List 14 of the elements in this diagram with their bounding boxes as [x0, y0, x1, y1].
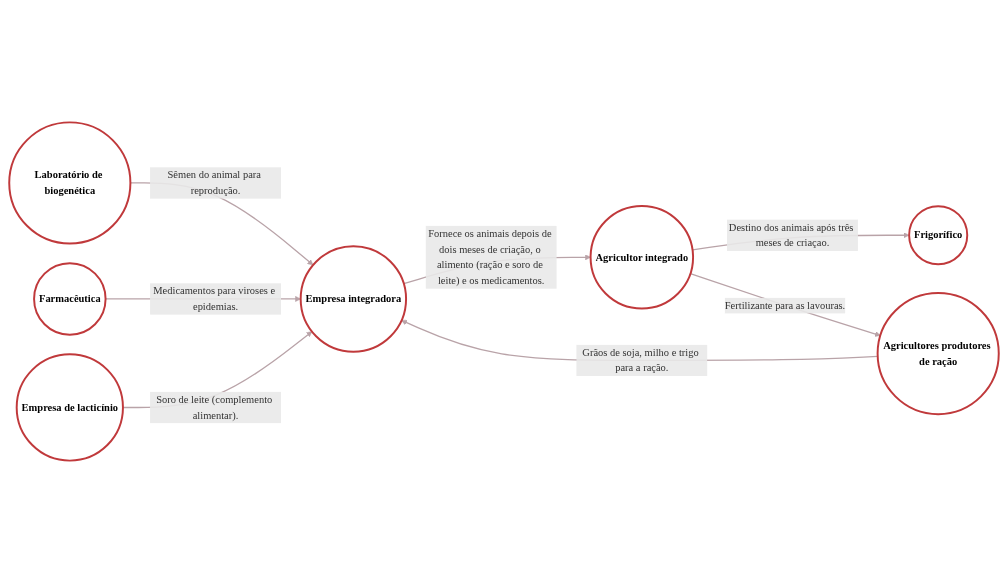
- edge-label: Sêmen do animal para reprodução.: [167, 169, 261, 197]
- node-circle: Frigorífico: [908, 205, 969, 266]
- edge-label: Destino dos animais após três meses de criaçao.: [728, 221, 854, 249]
- edge-label: Grãos de soja, milho e trigo para a ração.: [582, 346, 699, 374]
- edge-label: Fornece os animais depois de dois meses de criação, o alimento (ração e soro de leite) e os medicamentos.: [428, 227, 552, 287]
- node-circle: Empresa integradora: [299, 245, 408, 353]
- node-circle: Agricultores produtores de ração: [876, 292, 1000, 416]
- edge-label: Soro de leite (complemento alimentar).: [156, 393, 273, 421]
- node-circle: Empresa de lacticínio: [15, 353, 124, 462]
- edge-label: Fertilizante para as lavouras.: [724, 299, 846, 311]
- edge-label: Medicamentos para viroses e epidemias.: [153, 285, 276, 313]
- node-circle: Agricultor integrado: [589, 205, 695, 310]
- node-circle: Farmacêutica: [33, 262, 107, 336]
- node-circle: Laboratório de biogenética: [8, 121, 132, 245]
